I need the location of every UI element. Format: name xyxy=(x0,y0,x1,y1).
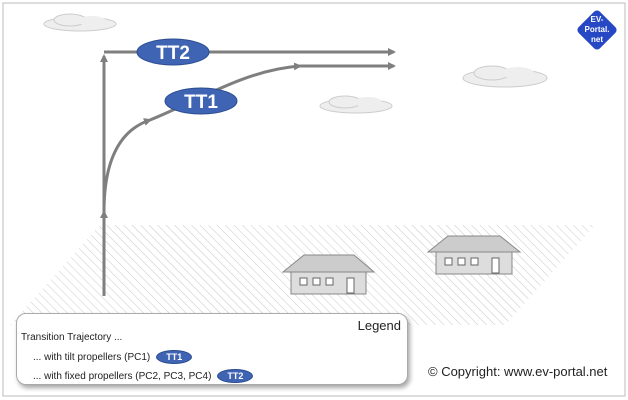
legend-item: ... with fixed propellers (PC2, PC3, PC4… xyxy=(33,369,254,383)
copyright: © Copyright: www.ev-portal.net xyxy=(428,364,608,379)
svg-text:EV-: EV- xyxy=(591,15,604,24)
legend-heading: Transition Trajectory ... xyxy=(21,332,123,343)
svg-text:net: net xyxy=(591,35,603,44)
legend-badge: TT2 xyxy=(217,369,254,383)
svg-text:Portal.: Portal. xyxy=(585,25,610,34)
legend-item: ... with tilt propellers (PC1) TT1 xyxy=(33,350,193,364)
ev-portal-logo: EV- Portal. net xyxy=(577,10,617,50)
legend-item-text: ... with tilt propellers (PC1) xyxy=(33,352,151,363)
tt1-badge: TT1 xyxy=(164,87,238,115)
legend-title: Legend xyxy=(357,318,401,333)
tt2-badge: TT2 xyxy=(136,38,210,66)
cloud xyxy=(462,65,548,88)
cloud xyxy=(43,13,117,32)
svg-text:TT2: TT2 xyxy=(156,43,190,64)
house xyxy=(281,254,376,295)
legend-item-text: ... with fixed propellers (PC2, PC3, PC4… xyxy=(33,371,212,382)
svg-text:TT1: TT1 xyxy=(184,92,218,113)
legend: Legend Transition Trajectory ... ... wit… xyxy=(16,313,408,385)
cloud xyxy=(319,95,393,114)
house xyxy=(426,235,522,275)
legend-badge: TT1 xyxy=(156,350,193,364)
